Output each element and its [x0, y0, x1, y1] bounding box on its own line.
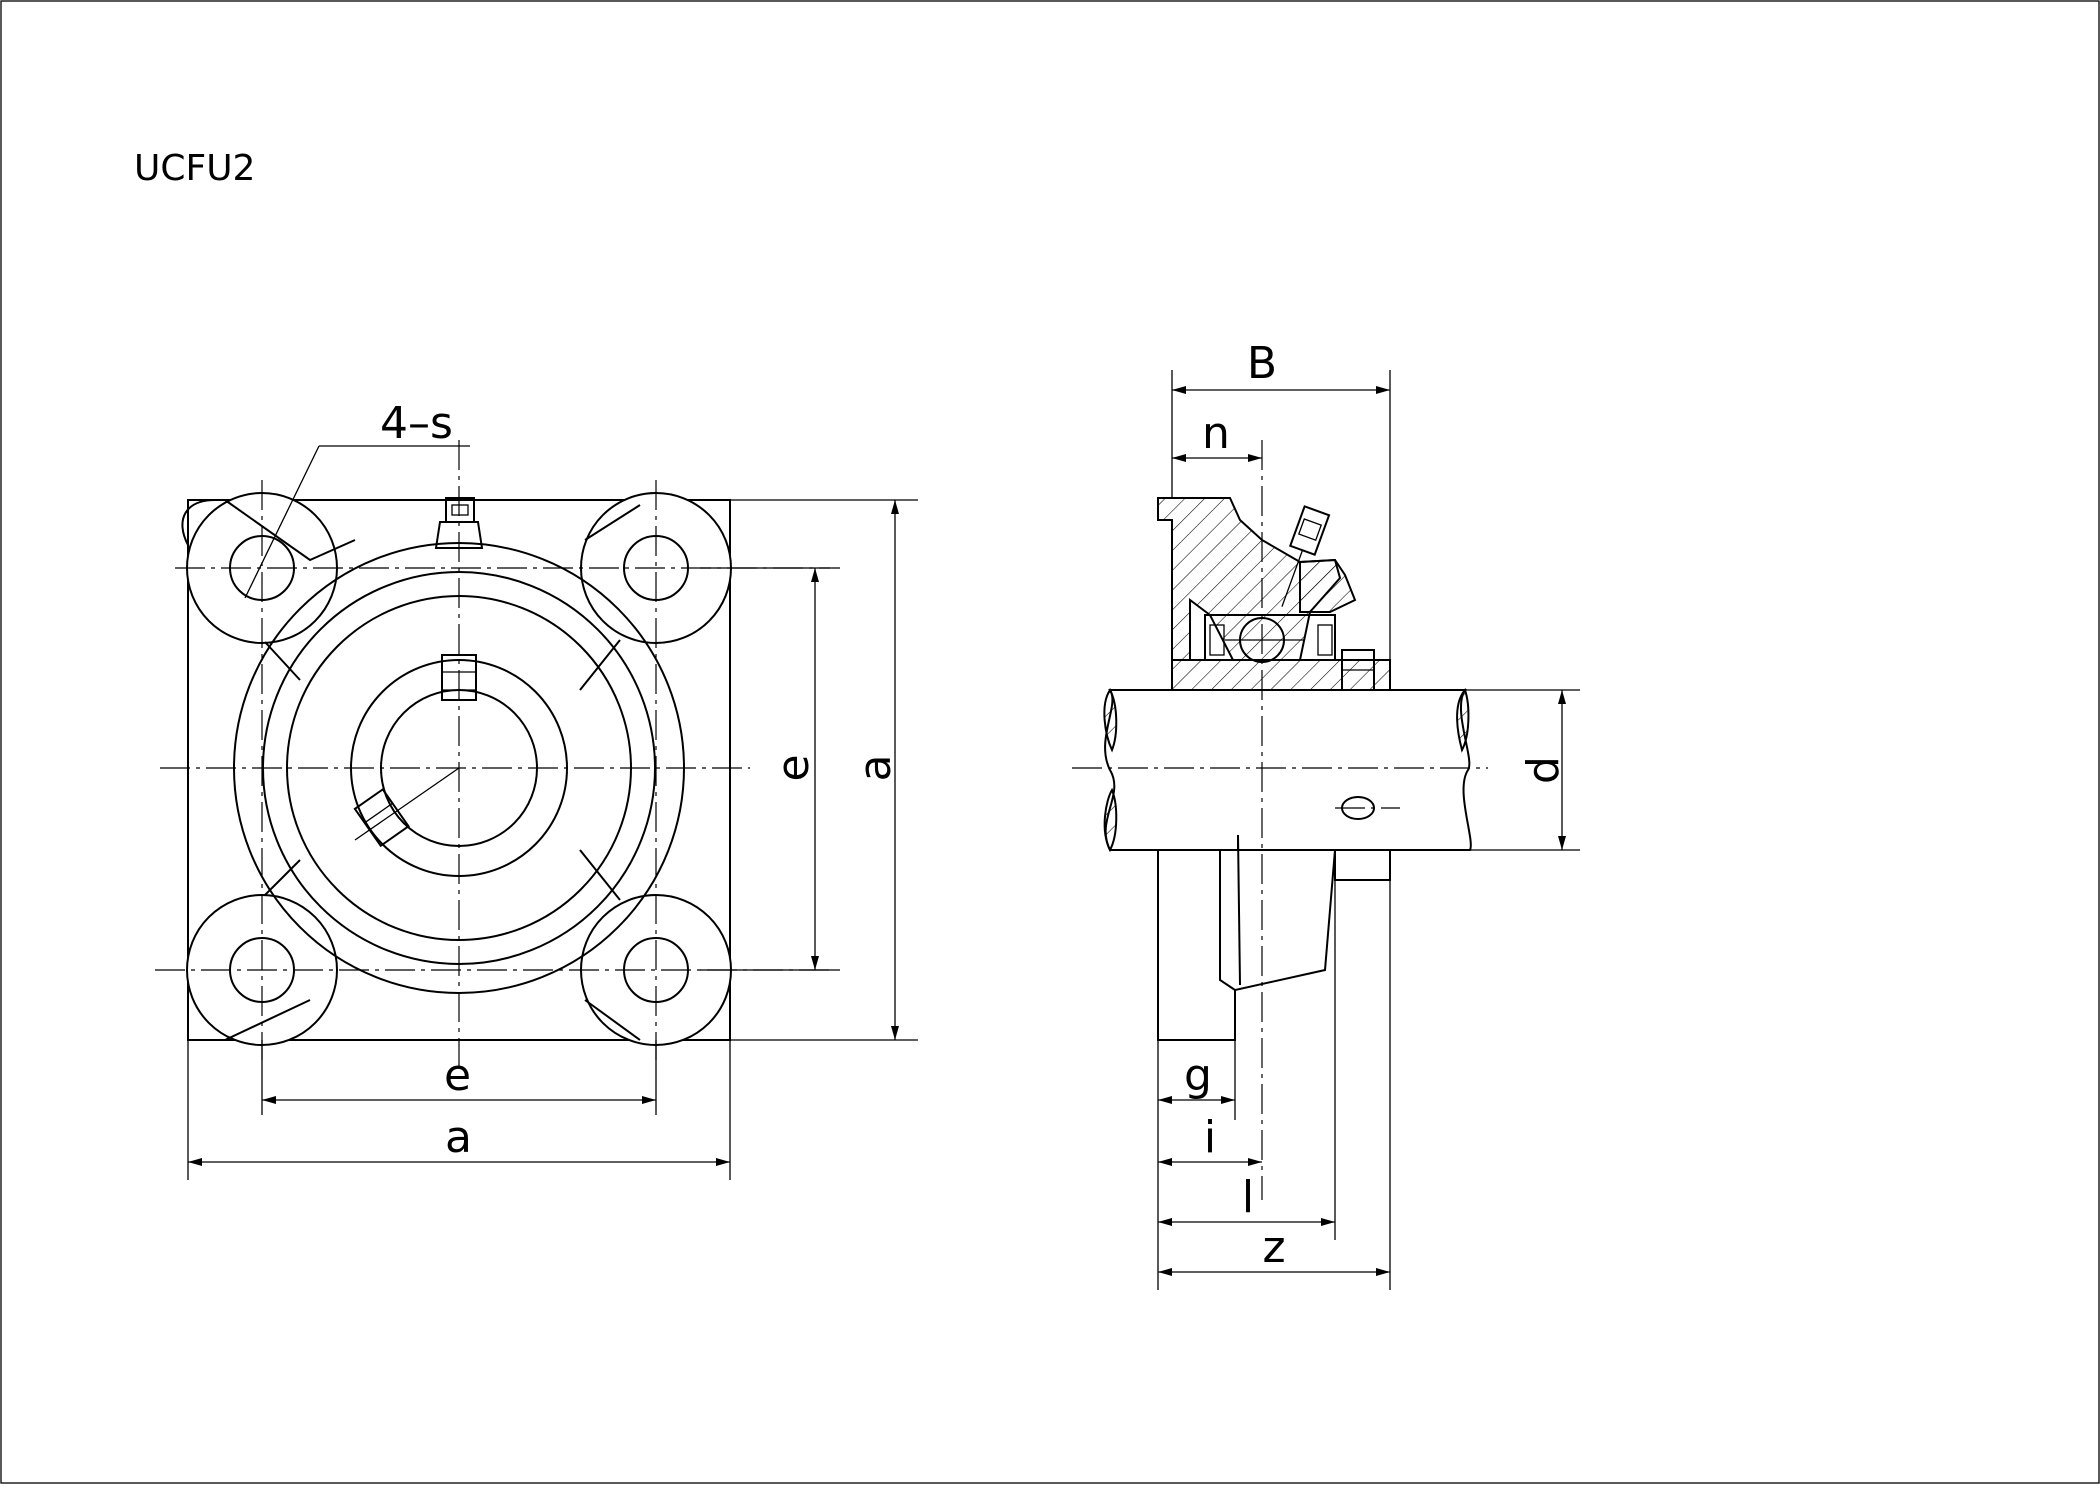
dim-label-z: z — [1262, 1222, 1285, 1273]
front-view — [155, 440, 830, 1070]
housing-body — [1157, 849, 1336, 1041]
grease-nipple-icon — [1281, 505, 1331, 607]
dim-label-e-vertical: e — [768, 754, 819, 781]
housing-section — [1171, 659, 1391, 691]
dim-label-a: a — [445, 1112, 472, 1163]
dim-label-l: l — [1242, 1172, 1254, 1223]
dim-label-i: i — [1204, 1112, 1216, 1163]
lobe-tangents — [224, 499, 641, 1041]
dim-label-n: n — [1202, 408, 1230, 459]
collar-bottom — [1334, 849, 1391, 881]
front-dimensions: 4–s e a e a — [187, 398, 918, 1180]
shaft-break — [1103, 688, 1118, 753]
leader-line — [244, 445, 320, 599]
side-view — [1072, 440, 1488, 1200]
holes-label: 4–s — [380, 398, 453, 449]
part-title: UCFU2 — [134, 148, 255, 189]
housing-hub — [1219, 850, 1236, 991]
dim-label-d: d — [1518, 756, 1569, 784]
housing-upper-right — [1299, 558, 1357, 613]
shaft — [1104, 689, 1472, 851]
dim-label-B: B — [1247, 338, 1277, 389]
dim-label-a-vertical: a — [850, 755, 901, 782]
grease-nipple-icon — [434, 497, 484, 549]
housing-inner — [1237, 834, 1241, 986]
shaft-break — [1456, 688, 1470, 753]
shaft-break — [1103, 787, 1118, 853]
screw-axis — [354, 767, 460, 841]
dim-label-e: e — [444, 1050, 471, 1101]
set-screw-icon — [353, 788, 410, 848]
side-dimensions: B n d g i l z — [1157, 338, 1580, 1290]
dim-label-g: g — [1184, 1050, 1212, 1101]
